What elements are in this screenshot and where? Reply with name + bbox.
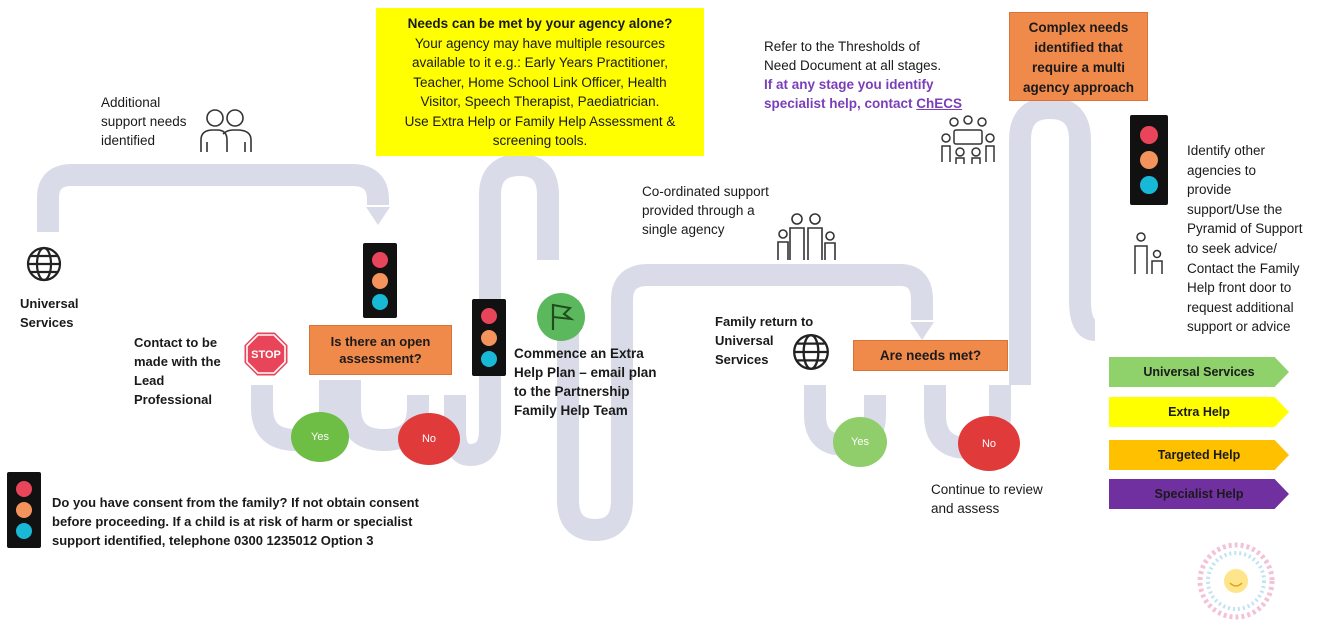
legend-specialist-help: Specialist Help: [1109, 479, 1289, 509]
safeguarding-logo-icon: [1197, 542, 1275, 620]
yes-button-left[interactable]: Yes: [291, 412, 349, 462]
legend-targeted-help: Targeted Help: [1109, 440, 1289, 470]
traffic-light-icon: [363, 243, 397, 318]
legend-extra-help: Extra Help: [1109, 397, 1289, 427]
additional-support-text: Additional support needs identified: [101, 95, 187, 148]
contact-lead-text: Contact to be made with the Lead Profess…: [134, 335, 221, 407]
thresholds-text: Refer to the Thresholds of Need Document…: [764, 39, 963, 111]
yes-button-right[interactable]: Yes: [833, 417, 887, 467]
legend-universal-services: Universal Services: [1109, 357, 1289, 387]
coordinated-support-text: Co-ordinated support provided through a …: [642, 184, 769, 237]
extra-help-traffic-light-icon: [472, 299, 506, 376]
complex-needs-box: Complex needs identified that require a …: [1009, 12, 1148, 101]
people-icon: [200, 109, 252, 152]
stop-sign-label: STOP: [251, 349, 281, 361]
flag-icon: [537, 293, 585, 341]
parent-child-icon: [1134, 232, 1163, 274]
consent-traffic-light-icon: [7, 472, 41, 548]
needs-met-box: Are needs met?: [853, 340, 1008, 371]
open-assessment-box: Is there an open assessment?: [309, 325, 452, 375]
commence-plan-text: Commence an Extra Help Plan – email plan…: [514, 346, 657, 418]
family-return-text: Family return to Universal Services: [715, 314, 814, 367]
family-icon: [777, 213, 836, 260]
continue-review-text: Continue to review and assess: [931, 482, 1043, 516]
globe-icon-right: [793, 334, 829, 370]
group-meeting-icon: [941, 115, 995, 164]
no-button-right[interactable]: No: [958, 416, 1020, 471]
no-button-left[interactable]: No: [398, 413, 460, 465]
checs-link[interactable]: ChECS: [916, 96, 963, 111]
globe-icon: [26, 246, 62, 282]
consent-text: Do you have consent from the family? If …: [52, 495, 419, 548]
universal-services-text: Universal Services: [20, 296, 79, 330]
identify-agencies-text: Identify other agencies to provide suppo…: [1187, 143, 1303, 335]
stop-sign-icon: STOP: [243, 331, 289, 377]
agencies-traffic-light-icon: [1130, 115, 1168, 205]
needs-agency-box: Needs can be met by your agency alone? Y…: [376, 8, 704, 156]
